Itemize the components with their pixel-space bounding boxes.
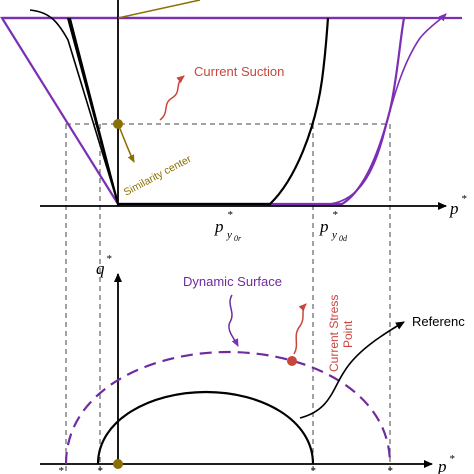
reference-label: Referenc (412, 314, 465, 329)
top-x-axis-label: p * (449, 193, 467, 218)
current-stress-label: Current Stress Point (327, 295, 355, 372)
tick-py0r: p * y 0r (214, 209, 242, 243)
reference-arrow (299, 321, 405, 419)
dynamic-surface-ellipse (64, 350, 392, 465)
bottom-tick-3: * (310, 465, 316, 474)
svg-text:*: * (332, 209, 338, 221)
current-suction-arrow (159, 75, 185, 121)
svg-text:*: * (227, 209, 233, 221)
olive-top-pointer (117, 0, 201, 19)
black-left-curve (29, 9, 119, 205)
dynamic-surface-label: Dynamic Surface (183, 274, 282, 289)
bottom-tick-2: * (97, 465, 103, 474)
svg-text:q: q (96, 259, 105, 278)
current-stress-point (287, 356, 297, 366)
purple-outer-boundary (0, 16, 406, 206)
black-slanted-line (69, 17, 119, 205)
current-suction-label: Current Suction (194, 64, 284, 79)
svg-text:y: y (226, 229, 232, 241)
tick-py0d: p * y 0d (319, 209, 348, 243)
bottom-x-axis-label: p * (437, 453, 455, 474)
svg-text:*: * (449, 453, 455, 465)
svg-text:*: * (106, 253, 112, 265)
svg-text:p: p (437, 457, 447, 474)
svg-text:y: y (331, 229, 337, 241)
bottom-origin-point (113, 459, 123, 469)
top-dashed-guides (65, 123, 391, 474)
bottom-tick-4: * (387, 465, 393, 474)
reference-surface-ellipse (96, 390, 315, 465)
svg-text:p: p (214, 217, 224, 236)
svg-text:*: * (461, 193, 467, 205)
bottom-y-axis-label: q * (96, 253, 112, 278)
current-stress-arrow (293, 303, 307, 355)
dynamic-surface-arrow (228, 294, 239, 347)
svg-text:p: p (449, 199, 459, 218)
svg-text:Point: Point (341, 320, 355, 348)
bottom-tick-1: * (58, 465, 64, 474)
purple-upper-curve (329, 13, 447, 205)
svg-text:0r: 0r (234, 234, 242, 243)
black-inner-bowl (66, 17, 330, 206)
similarity-center-arrow (117, 123, 135, 163)
svg-text:p: p (319, 217, 329, 236)
svg-text:Current Stress: Current Stress (327, 295, 341, 372)
svg-text:0d: 0d (339, 234, 348, 243)
